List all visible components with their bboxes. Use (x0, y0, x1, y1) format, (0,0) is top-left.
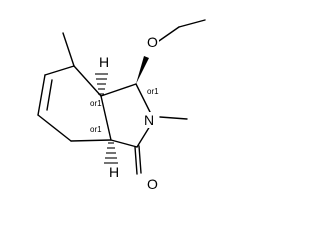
bond-c3a-c1 (100, 83, 137, 97)
bond-c6-c7-double-inner (46, 79, 53, 111)
hash-bond-bottom-hydrogen (104, 142, 118, 164)
bond-c1-n (135, 83, 151, 113)
bond-c5-methyl (62, 32, 75, 67)
bond-oxygen-ethyl (155, 26, 180, 44)
stereo-label-c7a: or1 (90, 125, 102, 134)
atom-top-hydrogen: H (99, 54, 109, 70)
bond-n-methyl (159, 116, 188, 120)
bond-c7-c8 (37, 114, 72, 142)
bond-ethyl-terminal (178, 19, 206, 28)
bond-c3-c7a (110, 139, 138, 148)
bond-c8-c7a (70, 139, 112, 142)
bond-n-c3 (136, 125, 151, 148)
bond-c4-c5 (73, 65, 102, 97)
atom-bottom-hydrogen: H (109, 164, 119, 180)
bond-c7a-c3a (100, 95, 112, 141)
chemical-structure-diagram: O N O H H or1 or1 or1 (37, 19, 206, 192)
atom-carbonyl-oxygen: O (147, 176, 158, 192)
stereo-label-c1: or1 (147, 87, 159, 96)
hash-bond-top-hydrogen (95, 73, 108, 95)
atom-ring-nitrogen: N (144, 112, 154, 128)
wedge-c1-oxygen (136, 56, 149, 84)
bond-c6-c7-double-outer (37, 74, 46, 116)
bond-c5-c6 (44, 65, 75, 76)
stereo-label-c3a: or1 (90, 99, 102, 108)
bond-carbonyl-right (138, 145, 142, 174)
bond-carbonyl-left (134, 146, 138, 175)
atom-ether-oxygen: O (147, 34, 158, 50)
